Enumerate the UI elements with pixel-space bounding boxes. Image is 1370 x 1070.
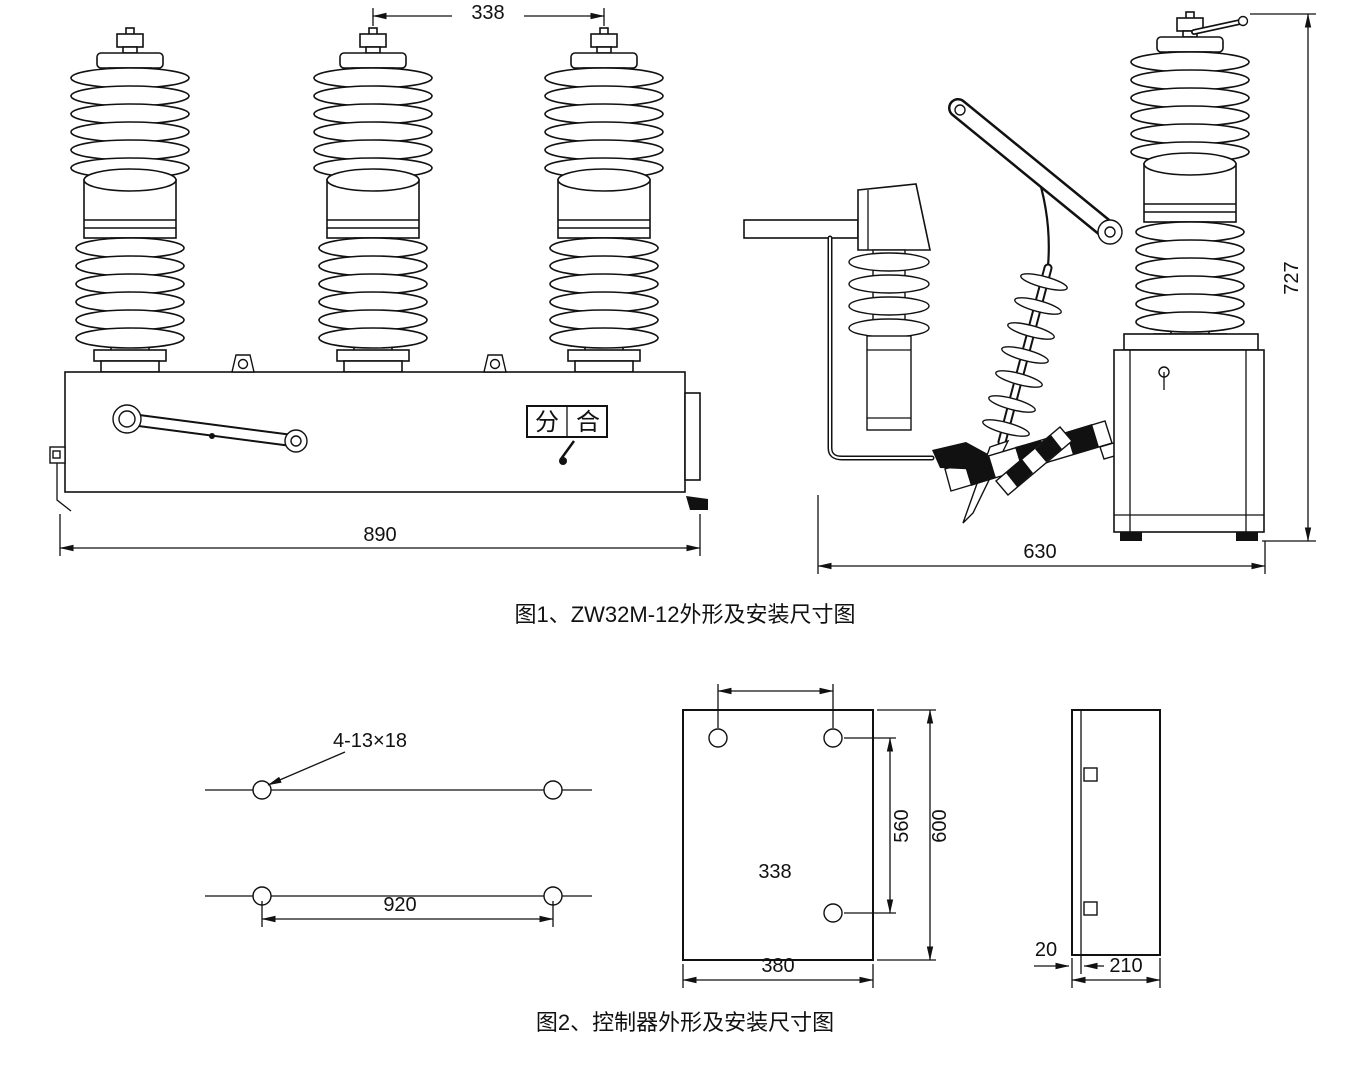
figure2-caption: 图2、控制器外形及安装尺寸图	[536, 1010, 834, 1035]
insulator-pole-a	[70, 27, 190, 373]
open-close-indicator: 分 合	[526, 405, 608, 465]
ground-rod	[827, 235, 935, 461]
dim-flange-20: 20	[1034, 939, 1104, 974]
dim-label-20: 20	[1035, 939, 1057, 961]
striped-linkage	[932, 420, 1129, 496]
dim-pole-spacing-338: 338	[372, 0, 605, 26]
composite-insulator	[982, 263, 1068, 447]
figure2-controller-side: 20 210	[1034, 709, 1161, 988]
figure2-controller-front: 338 560 600 380	[682, 684, 951, 988]
terminal-handle	[1191, 15, 1249, 35]
dim-label-338-controller: 338	[758, 861, 791, 883]
dim-label-380: 380	[761, 955, 794, 977]
indicator-needle-dot	[559, 457, 567, 465]
pole-mounting-bracket	[743, 183, 931, 251]
dim-label-210: 210	[1109, 955, 1142, 977]
dim-depth-630: 630	[817, 495, 1266, 574]
dim-label-560: 560	[891, 809, 913, 842]
dim-label-600: 600	[929, 809, 951, 842]
figure1-caption: 图1、ZW32M-12外形及安装尺寸图	[514, 602, 855, 627]
indicator-open-label: 分	[535, 409, 559, 436]
figure2-hole-pattern: 4-13×18 920	[205, 730, 592, 927]
figure1-side-view: 727 630	[743, 11, 1316, 574]
dim-label-727: 727	[1281, 261, 1303, 294]
dim-label-920: 920	[383, 894, 416, 916]
dim-hole-spacing-920: 920	[261, 894, 554, 927]
dim-height-727: 727	[1250, 13, 1316, 542]
left-mounting-bracket	[49, 446, 72, 512]
manual-lever	[112, 404, 308, 453]
right-foot	[686, 496, 708, 510]
dim-height-600: 600	[877, 709, 951, 961]
dim-width-380: 380	[682, 955, 874, 988]
dim-overall-width-890: 890	[59, 514, 701, 556]
indicator-close-label: 合	[576, 409, 600, 436]
dim-depth-210: 210	[1071, 955, 1161, 988]
dim-hole-vertical-560: 560	[844, 737, 913, 914]
dim-label-338: 338	[471, 2, 504, 24]
dim-top-hole-spacing	[717, 684, 834, 728]
breaker-body-side	[1113, 333, 1265, 541]
linkage-hub	[932, 442, 988, 470]
dim-label-630: 630	[1023, 541, 1056, 563]
insulator-pole-c	[544, 27, 664, 373]
operating-lever	[948, 98, 1123, 245]
hole-spec-label: 4-13×18	[333, 730, 407, 752]
support-insulator	[848, 249, 930, 431]
dim-label-890: 890	[363, 524, 396, 546]
insulator-pole-b	[313, 27, 433, 373]
mechanism-box: 分 合	[49, 354, 708, 512]
figure1-front-view: 338 分	[49, 0, 708, 556]
insulator-side	[1130, 11, 1250, 357]
